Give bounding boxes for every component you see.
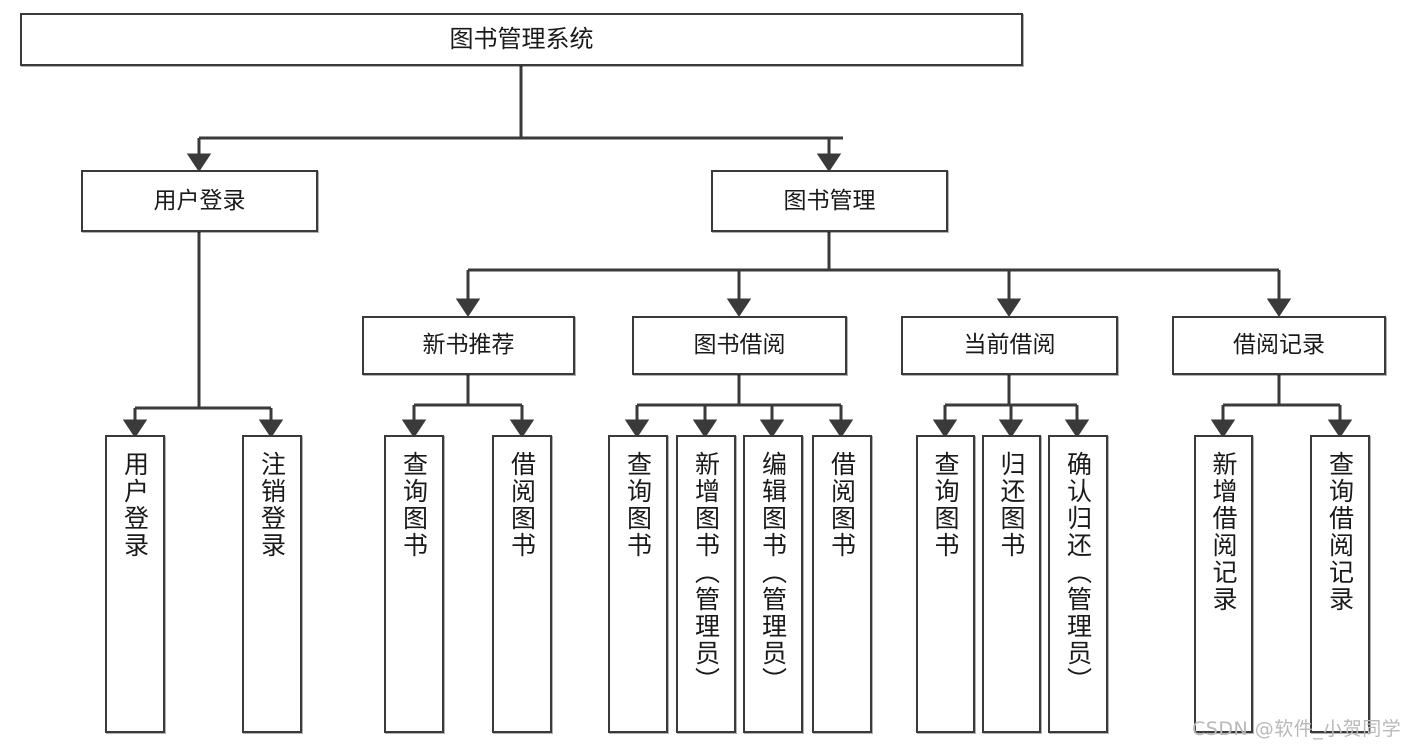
node-root-label: 图书管理系统: [449, 24, 594, 53]
node-new-book-rec-label: 新书推荐: [422, 332, 515, 359]
node-leaf-logout[interactable]: 注销登录: [242, 435, 302, 733]
node-leaf-query-book-b[interactable]: 查询图书: [608, 435, 668, 733]
node-book-borrow[interactable]: 图书借阅: [632, 316, 847, 375]
node-leaf-query-book-a-label: 查询图书: [399, 451, 429, 559]
node-book-manage-label: 图书管理: [783, 187, 876, 214]
node-new-book-rec[interactable]: 新书推荐: [362, 316, 575, 375]
node-root[interactable]: 图书管理系统: [20, 13, 1023, 66]
node-leaf-query-book-c[interactable]: 查询图书: [916, 435, 975, 733]
node-leaf-borrow-book-a-label: 借阅图书: [507, 451, 537, 559]
node-leaf-query-book-c-label: 查询图书: [931, 451, 960, 559]
node-leaf-query-book-a[interactable]: 查询图书: [384, 435, 444, 733]
node-current-borrow[interactable]: 当前借阅: [901, 316, 1118, 375]
node-leaf-confirm-return-label: 确认归还（管理员）: [1063, 451, 1093, 694]
node-book-borrow-label: 图书借阅: [693, 332, 786, 359]
node-leaf-add-record-label: 新增借阅记录: [1209, 451, 1238, 613]
node-leaf-query-book-b-label: 查询图书: [623, 451, 653, 559]
node-leaf-user-login-label: 用户登录: [120, 451, 150, 559]
node-leaf-edit-book[interactable]: 编辑图书（管理员）: [743, 435, 803, 733]
node-leaf-add-record[interactable]: 新增借阅记录: [1194, 435, 1253, 733]
node-borrow-record[interactable]: 借阅记录: [1172, 316, 1386, 375]
node-leaf-return-book[interactable]: 归还图书: [982, 435, 1041, 733]
node-leaf-edit-book-label: 编辑图书（管理员）: [758, 451, 788, 694]
node-leaf-add-book-label: 新增图书（管理员）: [691, 451, 721, 694]
node-leaf-query-record-label: 查询借阅记录: [1325, 451, 1355, 613]
node-leaf-borrow-book-b[interactable]: 借阅图书: [812, 435, 872, 733]
watermark: CSDN @软件_小贺同学: [1192, 718, 1402, 740]
node-leaf-confirm-return[interactable]: 确认归还（管理员）: [1048, 435, 1108, 733]
node-book-manage[interactable]: 图书管理: [711, 170, 948, 232]
node-leaf-return-book-label: 归还图书: [997, 451, 1026, 559]
node-current-borrow-label: 当前借阅: [963, 332, 1056, 359]
node-leaf-add-book[interactable]: 新增图书（管理员）: [676, 435, 736, 733]
node-leaf-borrow-book-a[interactable]: 借阅图书: [492, 435, 552, 733]
node-leaf-logout-label: 注销登录: [257, 451, 287, 559]
node-leaf-user-login[interactable]: 用户登录: [105, 435, 165, 733]
node-leaf-query-record[interactable]: 查询借阅记录: [1310, 435, 1370, 733]
node-user-login[interactable]: 用户登录: [81, 170, 318, 232]
node-borrow-record-label: 借阅记录: [1233, 332, 1325, 359]
node-user-login-label: 用户登录: [153, 187, 246, 214]
node-leaf-borrow-book-b-label: 借阅图书: [827, 451, 857, 559]
